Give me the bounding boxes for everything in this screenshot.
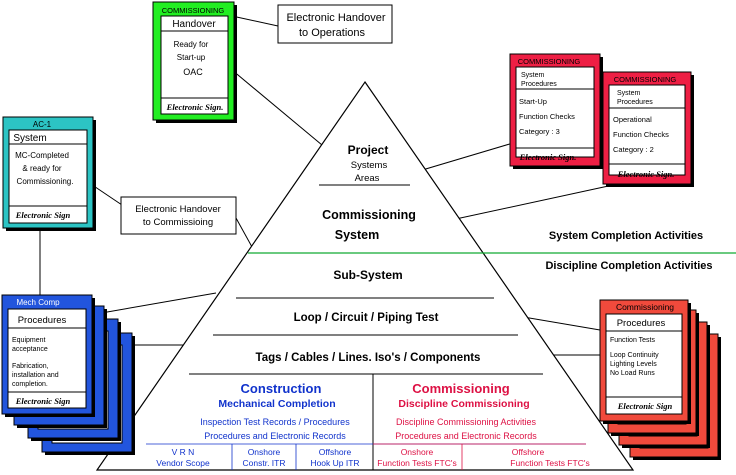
- handover-card: COMMISSIONING Handover Ready for Start-u…: [152, 1, 237, 123]
- ac1-card-header: AC-1: [33, 120, 52, 129]
- comm-func-card: Commissioning Procedures Function Tests …: [599, 299, 691, 424]
- mech-comp-card-line: acceptance: [12, 346, 48, 353]
- handover-ops-line2: to Operations: [299, 27, 366, 39]
- commissioning-line1: Discipline Commissioning Activities: [396, 417, 537, 427]
- handover-card-line: OAC: [183, 67, 203, 77]
- mech-comp-card-footer: Electronic Sign: [15, 396, 71, 406]
- commissioning-title: Commissioning: [412, 381, 510, 396]
- ac1-card: AC-1 System MC-Completed & ready for Com…: [2, 116, 96, 231]
- comm-cat3-footer: Electronic Sign.: [519, 152, 577, 162]
- mech-comp-card-title: Procedures: [18, 315, 67, 326]
- base-cell-onshore-ftc-line1: Onshore: [401, 447, 434, 457]
- mech-comp-card-line: installation and: [12, 372, 59, 379]
- comm-cat3-title-line: Procedures: [521, 81, 557, 88]
- mech-comp-card-line: completion.: [12, 381, 48, 388]
- comm-func-title: Procedures: [617, 318, 666, 329]
- comm-cat3-title-line: System: [521, 72, 545, 79]
- commissioning-cat3-card: COMMISSIONING System Procedures Start-Up…: [509, 53, 603, 169]
- construction-line1: Inspection Test Records / Procedures: [200, 417, 350, 427]
- project-line-areas: Areas: [355, 173, 380, 184]
- pyramid-text: Project Systems Areas Commissioning Syst…: [156, 143, 589, 468]
- sub-system-label: Sub-System: [333, 268, 402, 282]
- mech-comp-card: Mech Comp Procedures Equipment acceptanc…: [1, 294, 95, 417]
- project-line-systems: Systems: [351, 160, 388, 171]
- base-cell-vrn-line1: V R N: [172, 447, 195, 457]
- comm-cat2-title-line: System: [617, 90, 641, 97]
- base-cell-offshore-itr-line2: Hook Up ITR: [310, 458, 359, 468]
- handover-card-header: COMMISSIONING: [162, 6, 225, 15]
- tags-cables-label: Tags / Cables / Lines. Iso's / Component…: [256, 352, 481, 364]
- handover-card-line: Ready for: [174, 40, 209, 49]
- mech-comp-card-stack: Mech Comp Procedures Equipment acceptanc…: [1, 294, 135, 455]
- comm-cat3-header: COMMISSIONING: [518, 57, 581, 66]
- comm-func-line: No Load Runs: [610, 370, 655, 377]
- construction-line2: Procedures and Electronic Records: [204, 431, 346, 441]
- handover-commissioning-callout: Electronic Handover to Commissioing: [120, 196, 237, 235]
- loop-circuit-label: Loop / Circuit / Piping Test: [294, 312, 439, 324]
- system-completion-label: System Completion Activities: [549, 230, 703, 242]
- comm-func-line: Lighting Levels: [610, 361, 657, 368]
- handover-operations-callout: Electronic Handover to Operations: [277, 4, 393, 44]
- commissioning-subtitle: Discipline Commissioning: [398, 398, 529, 410]
- discipline-completion-label: Discipline Completion Activities: [545, 260, 712, 272]
- handover-card-footer: Electronic Sign.: [166, 102, 224, 112]
- comm-func-line: Function Tests: [610, 337, 656, 344]
- ac1-card-line: MC-Completed: [15, 151, 69, 160]
- comm-cat2-line: Operational: [613, 115, 652, 124]
- mech-comp-card-header: Mech Comp: [16, 298, 60, 307]
- comm-func-footer: Electronic Sign: [617, 401, 673, 411]
- ac1-card-line: Commissioning.: [17, 177, 74, 186]
- handover-card-line: Start-up: [177, 53, 206, 62]
- base-cell-offshore-ftc-line2: Function Tests FTC's: [510, 458, 589, 468]
- base-cell-onshore-itr-line1: Onshore: [248, 447, 281, 457]
- comm-cat3-line: Function Checks: [519, 112, 575, 121]
- ac1-card-footer: Electronic Sign: [15, 210, 71, 220]
- mech-comp-card-line: Fabrication,: [12, 363, 49, 370]
- comm-cat3-line: Start-Up: [519, 97, 547, 106]
- base-cell-offshore-itr-line1: Offshore: [319, 447, 352, 457]
- comm-func-header: Commissioning: [616, 302, 674, 312]
- construction-subtitle: Mechanical Completion: [218, 398, 335, 410]
- base-cell-vrn-line2: Vendor Scope: [156, 458, 210, 468]
- handover-comm-line1: Electronic Handover: [135, 204, 221, 215]
- mech-comp-card-line: Equipment: [12, 337, 46, 344]
- ac1-card-line: & ready for: [22, 164, 61, 173]
- handover-card-title: Handover: [172, 19, 216, 30]
- project-title: Project: [348, 143, 389, 157]
- comm-cat2-title-line: Procedures: [617, 99, 653, 106]
- ac1-card-title: System: [13, 133, 46, 144]
- comm-cat2-line: Category : 2: [613, 145, 654, 154]
- commissioning-cat2-card: COMMISSIONING System Procedures Operatio…: [602, 71, 694, 187]
- handover-ops-line1: Electronic Handover: [286, 12, 385, 24]
- commissioning-line2: Procedures and Electronic Records: [395, 431, 537, 441]
- commissioning-system-line1: Commissioning: [322, 208, 416, 222]
- comm-func-line: Loop Continuity: [610, 352, 659, 359]
- comm-cat2-header: COMMISSIONING: [614, 75, 677, 84]
- comm-cat2-line: Function Checks: [613, 130, 669, 139]
- commissioning-system-line2: System: [335, 228, 379, 242]
- commissioning-function-card-stack: Commissioning Procedures Function Tests …: [599, 299, 721, 460]
- comm-cat2-footer: Electronic Sign.: [617, 169, 675, 179]
- base-cell-offshore-ftc-line1: Offshore: [512, 447, 545, 457]
- base-cell-onshore-itr-line2: Constr. ITR: [243, 458, 286, 468]
- base-cell-onshore-ftc-line2: Function Tests FTC's: [377, 458, 456, 468]
- construction-title: Construction: [241, 381, 322, 396]
- handover-comm-line2: to Commissioing: [143, 217, 213, 228]
- pyramid-outline: [95, 80, 635, 471]
- comm-cat3-line: Category : 3: [519, 127, 560, 136]
- pyramid: [95, 80, 736, 471]
